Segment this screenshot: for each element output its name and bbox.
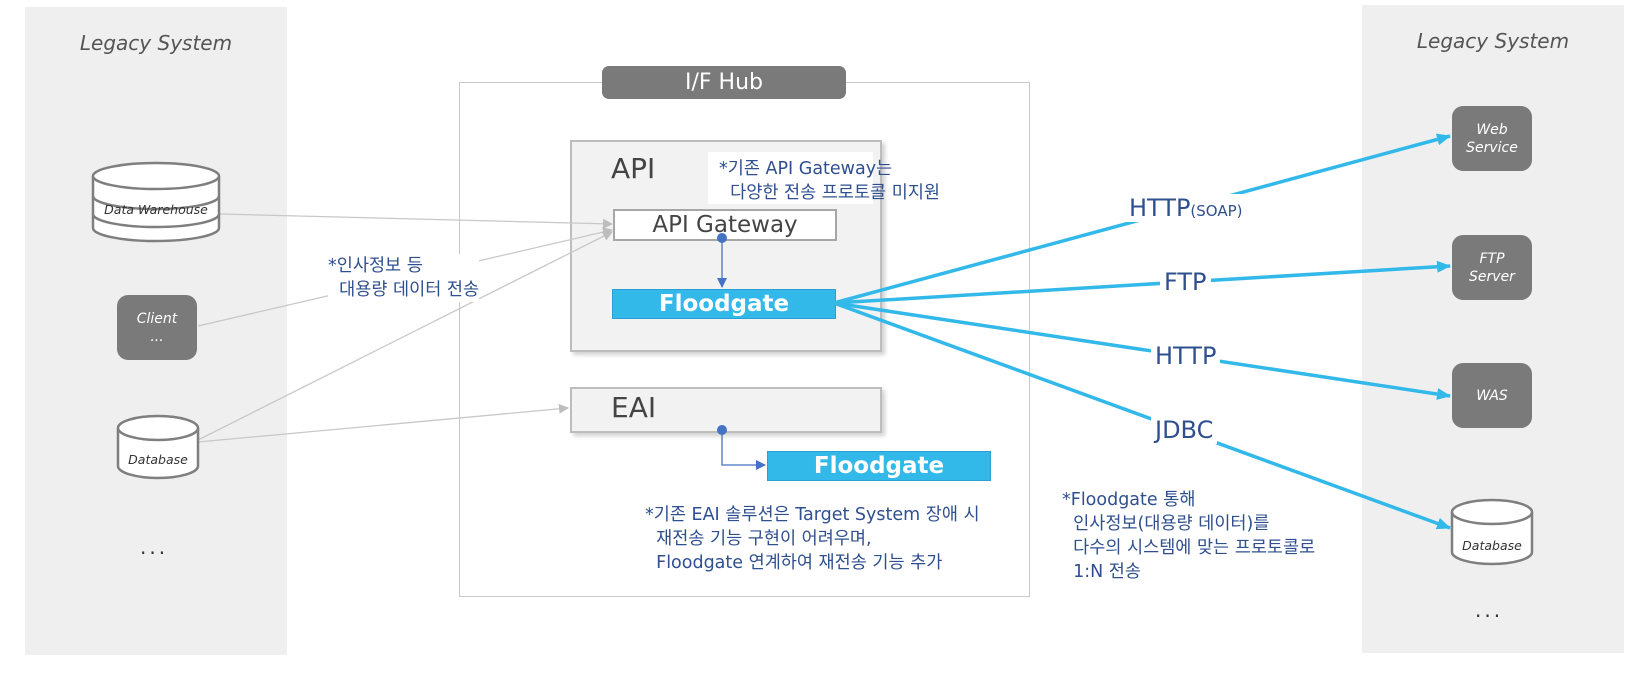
floodgate-to-ftp-line	[833, 260, 1451, 305]
floodgate-to-database-line	[833, 301, 1451, 530]
was-node: WAS	[1452, 363, 1532, 428]
eai-note: *기존 EAI 솔루션은 Target System 장애 시 재전송 기능 구…	[645, 505, 980, 573]
bulk-transfer-note: *인사정보 등 대용량 데이터 전송	[328, 254, 480, 302]
left-more-ellipsis: ...	[140, 535, 169, 559]
db-to-eai-arrow	[197, 403, 569, 443]
db-to-gateway-arrow	[197, 231, 613, 441]
protocol-http-soap-sub: (SOAP)	[1190, 202, 1243, 220]
api-floodgate-box: Floodgate	[612, 289, 836, 319]
client-label: Client	[136, 310, 178, 327]
client-ellipsis: ...	[150, 328, 164, 345]
left-panel-title: Legacy System	[79, 31, 233, 55]
web-service-label-1: Web	[1476, 121, 1508, 138]
floodgate-to-was-line	[833, 301, 1451, 400]
eai-to-floodgate-arrow	[721, 430, 766, 470]
eai-floodgate-box: Floodgate	[767, 451, 991, 481]
api-title: API	[611, 152, 656, 185]
api-gateway-note-bg	[708, 152, 873, 204]
right-database-label: Database	[1462, 538, 1522, 553]
if-hub-title: I/F Hub	[602, 66, 846, 99]
eai-connector-dot	[717, 425, 727, 435]
ftp-server-label-1: FTP	[1479, 250, 1505, 267]
right-more-ellipsis: ...	[1475, 598, 1504, 622]
ftp-server-label-2: Server	[1469, 268, 1515, 285]
dw-to-gateway-arrow	[219, 213, 613, 229]
eai-box	[570, 387, 882, 433]
api-gateway-box: API Gateway	[613, 209, 837, 241]
right-database-cylinder-icon	[1450, 498, 1534, 566]
data-warehouse-cylinder-icon	[91, 161, 221, 243]
protocol-http: HTTP	[1151, 342, 1221, 370]
was-label: WAS	[1476, 387, 1508, 404]
left-database-label: Database	[128, 452, 188, 467]
protocol-http-soap: HTTP(SOAP)	[1125, 194, 1247, 222]
web-service-label-2: Service	[1466, 139, 1518, 156]
api-gateway-note: *기존 API Gateway는 다양한 전송 프로토콜 미지원	[719, 159, 941, 203]
protocol-jdbc: JDBC	[1151, 416, 1218, 444]
protocol-ftp: FTP	[1160, 268, 1211, 296]
left-database-cylinder-icon	[116, 414, 200, 480]
eai-title: EAI	[611, 391, 657, 424]
gateway-connector-dot	[717, 233, 727, 243]
protocol-http-soap-main: HTTP	[1129, 194, 1191, 222]
data-warehouse-label: Data Warehouse	[104, 202, 208, 217]
floodgate-note: *Floodgate 통해 인사정보(대용량 데이터)를 다수의 시스템에 맞는…	[1062, 490, 1316, 582]
client-node: Client...	[117, 295, 197, 360]
right-panel-title: Legacy System	[1416, 29, 1570, 53]
